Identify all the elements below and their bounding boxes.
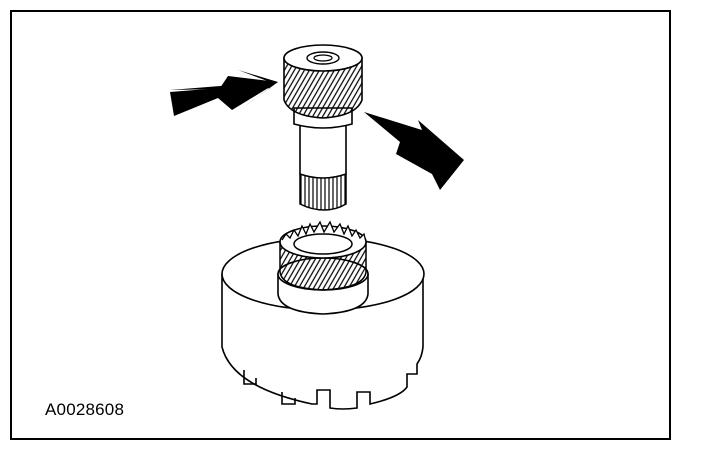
direction-arrow-right bbox=[364, 112, 464, 190]
hub-ring-gear bbox=[279, 220, 367, 291]
figure-frame: A0028608 bbox=[10, 10, 671, 440]
direction-arrow-left bbox=[170, 70, 278, 116]
gear-assembly-illustration bbox=[170, 44, 464, 410]
pinion-gear-shaft bbox=[283, 44, 363, 211]
figure-id-label: A0028608 bbox=[45, 400, 125, 419]
